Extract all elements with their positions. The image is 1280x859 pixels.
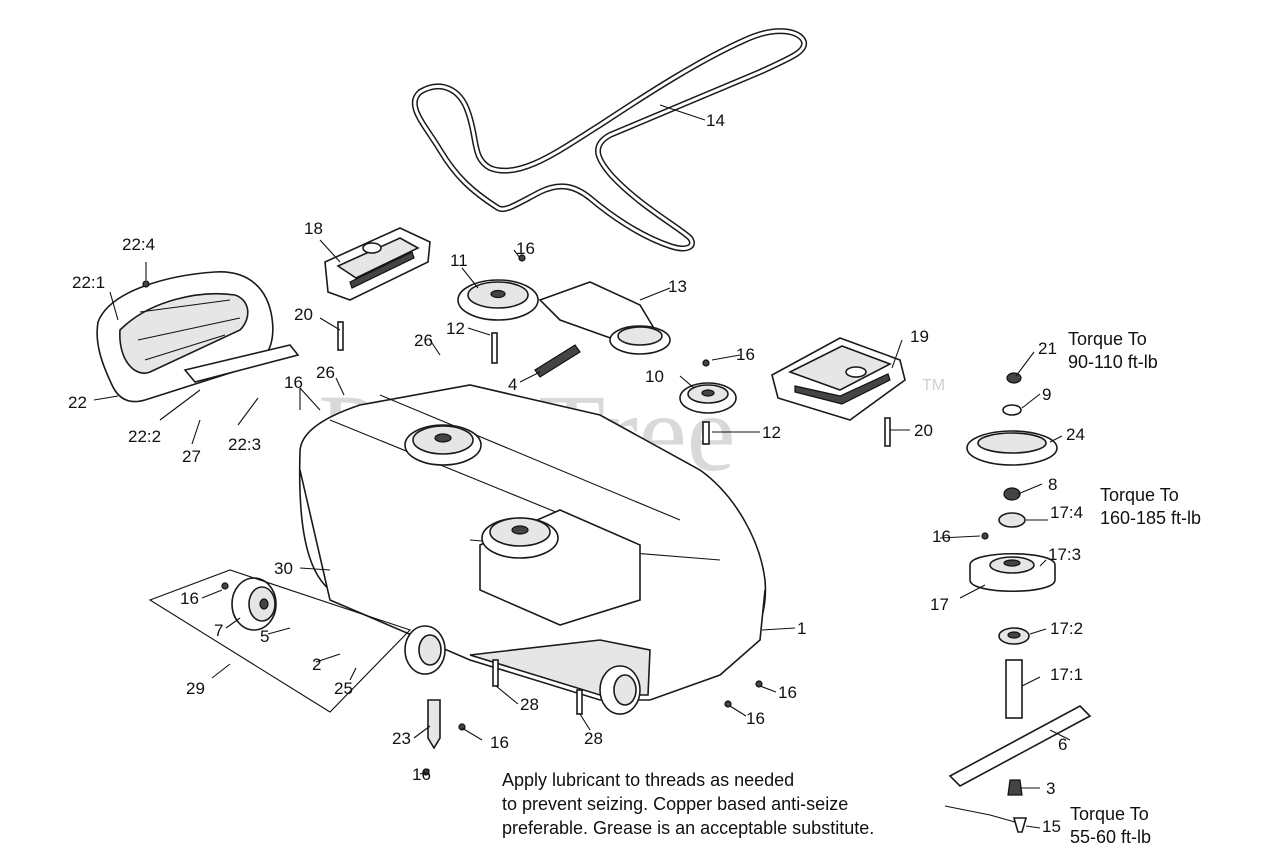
callout-23: 23 [392, 729, 411, 748]
belt-part-14 [411, 28, 808, 252]
lubricant-note-line3: preferable. Grease is an acceptable subs… [502, 818, 874, 838]
callout-16g: 16 [746, 709, 765, 728]
callout-20b: 20 [914, 421, 933, 440]
callout-21: 21 [1038, 339, 1057, 358]
callout-1: 1 [797, 619, 806, 638]
assembly-box-part-29 [148, 569, 412, 713]
callout-15: 15 [1042, 817, 1061, 836]
caster-wheel-part-7 [231, 577, 277, 631]
pulley-part-11 [457, 279, 539, 321]
callout-22: 22 [68, 393, 87, 412]
spring-part-4 [534, 344, 581, 378]
lubricant-note-line1: Apply lubricant to threads as needed [502, 770, 794, 790]
callout-labels: 1 2 3 4 5 6 7 8 9 10 11 12 12 13 14 15 1… [68, 111, 1085, 836]
lubricant-note-line2: to prevent seizing. Copper based anti-se… [502, 794, 848, 814]
callout-2: 2 [312, 655, 321, 674]
cover-part-19 [771, 337, 906, 421]
torque-note-3-line2: 55-60 ft-lb [1070, 827, 1151, 847]
callout-22-3: 22:3 [228, 435, 261, 454]
bolt-parts [142, 254, 989, 776]
callout-30: 30 [274, 559, 293, 578]
callout-22-1: 22:1 [72, 273, 105, 292]
callout-24: 24 [1066, 425, 1085, 444]
watermark-tm: TM [922, 377, 945, 394]
callout-6: 6 [1058, 735, 1067, 754]
callout-25: 25 [334, 679, 353, 698]
torque-note-3-line1: Torque To [1070, 804, 1149, 824]
callout-16c: 16 [736, 345, 755, 364]
torque-note-1-line1: Torque To [1068, 329, 1147, 349]
callout-4: 4 [508, 375, 517, 394]
callout-22-2: 22:2 [128, 427, 161, 446]
torque-note-2-line2: 160-185 ft-lb [1100, 508, 1201, 528]
callout-14: 14 [706, 111, 725, 130]
lubricant-note: Apply lubricant to threads as needed to … [502, 770, 874, 838]
callout-11: 11 [450, 251, 468, 270]
cover-part-18 [324, 227, 431, 301]
callout-27: 27 [182, 447, 201, 466]
callout-8: 8 [1048, 475, 1057, 494]
callout-12a: 12 [446, 319, 465, 338]
callout-5: 5 [260, 627, 269, 646]
belt-cover-part-22 [96, 271, 300, 403]
callout-17-2: 17:2 [1050, 619, 1083, 638]
callout-28a: 28 [520, 695, 539, 714]
pulley-part-10 [679, 382, 737, 414]
deck-pulley-center [481, 517, 559, 559]
torque-note-1-line2: 90-110 ft-lb [1068, 352, 1158, 372]
callout-26b: 26 [316, 363, 335, 382]
callout-22-4: 22:4 [122, 235, 155, 254]
callout-28b: 28 [584, 729, 603, 748]
leader-lines [93, 104, 1071, 829]
callout-16a: 16 [180, 589, 199, 608]
callout-3: 3 [1046, 779, 1055, 798]
callout-12b: 12 [762, 423, 781, 442]
callout-17-3: 17:3 [1048, 545, 1081, 564]
callout-16e: 16 [490, 733, 509, 752]
callout-20a: 20 [294, 305, 313, 324]
callout-17-1: 17:1 [1050, 665, 1083, 684]
deck-wheel-front [404, 625, 446, 675]
callout-29: 29 [186, 679, 205, 698]
torque-notes: Torque To 90-110 ft-lb Torque To 160-185… [1068, 329, 1201, 847]
idler-arm-part-13 [538, 281, 671, 355]
callout-17: 17 [930, 595, 949, 614]
callout-16b: 16 [516, 239, 535, 258]
callout-16d: 16 [932, 527, 951, 546]
callout-19: 19 [910, 327, 929, 346]
callout-26a: 26 [414, 331, 433, 350]
callout-16h: 16 [412, 765, 431, 784]
deck-wheel-rear [599, 665, 641, 715]
torque-note-2-line1: Torque To [1100, 485, 1179, 505]
callout-9: 9 [1042, 385, 1051, 404]
callout-10: 10 [645, 367, 664, 386]
callout-7: 7 [214, 621, 223, 640]
deck-pulley-left [404, 424, 482, 466]
spindle-stack [948, 372, 1092, 833]
callout-13: 13 [668, 277, 687, 296]
callout-16f: 16 [778, 683, 797, 702]
callout-17-4: 17:4 [1050, 503, 1083, 522]
callout-18: 18 [304, 219, 323, 238]
callout-16i: 16 [284, 373, 303, 392]
